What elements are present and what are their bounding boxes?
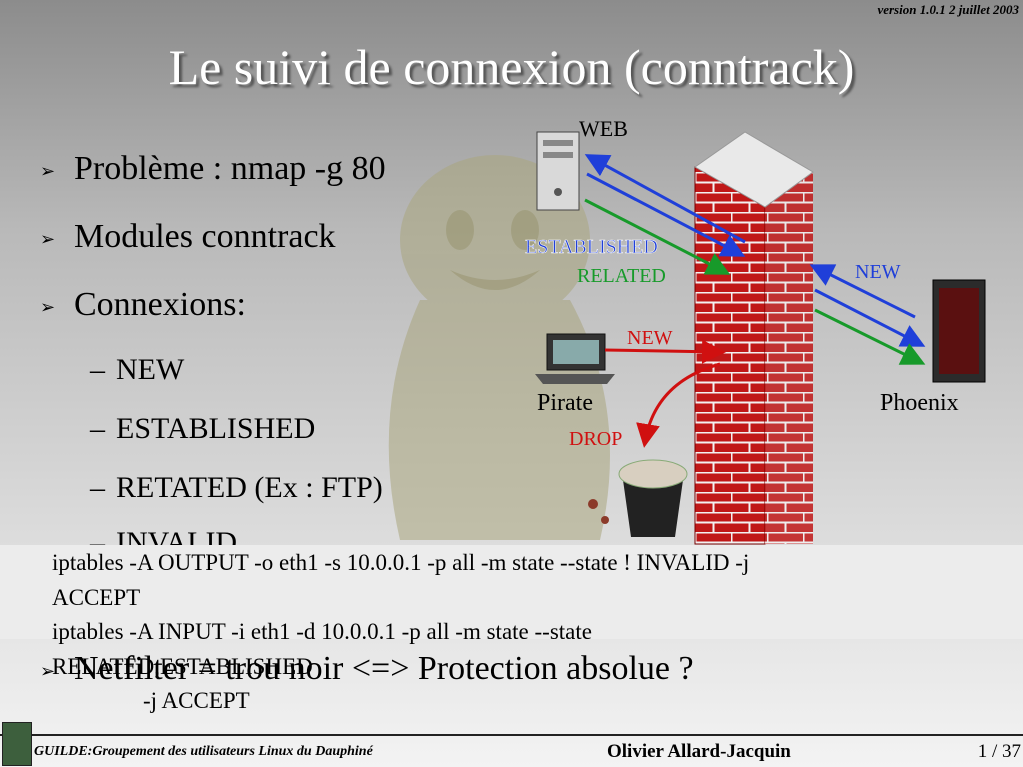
bullet-text: Connexions: (74, 286, 246, 323)
established-label: ESTABLISHED (525, 236, 658, 258)
arrow-bullet-icon: ➢ (40, 296, 56, 317)
bullet-text: Netfilter = trou noir <=> Protection abs… (74, 650, 694, 687)
bullet-item: ➢ Connexions: (40, 286, 246, 324)
established-in-arrow (584, 154, 746, 244)
sub-item-text: RETATED (Ex : FTP) (116, 471, 383, 504)
related-label: RELATED (577, 265, 666, 287)
sub-item: –ESTABLISHED (90, 412, 316, 445)
pirate-new-arrow (604, 339, 726, 364)
command-line: -j ACCEPT (143, 688, 250, 713)
command-line: iptables -A INPUT -i eth1 -d 10.0.0.1 -p… (52, 619, 592, 644)
established-out-arrow (586, 172, 746, 257)
phoenix-established-arrow (814, 288, 926, 347)
footer-divider (0, 734, 1023, 736)
related-arrow (584, 198, 731, 275)
bullet-text: Modules conntrack (74, 218, 336, 255)
bullet-item: ➢ Modules conntrack (40, 218, 336, 256)
arrow-bullet-icon: ➢ (40, 160, 56, 181)
sub-item: –NEW (90, 353, 185, 386)
pirate-label: Pirate (537, 390, 593, 416)
bullet-item: ➢ Problème : nmap -g 80 (40, 150, 386, 188)
bullet-text: Problème : nmap -g 80 (74, 150, 386, 187)
command-line: RELATED,ESTABLISHED (52, 654, 313, 679)
brick-wall (694, 131, 814, 545)
footer-author: Olivier Allard-Jacquin (607, 741, 791, 762)
guilde-logo-icon (2, 722, 32, 766)
new-left-label: NEW (627, 327, 673, 349)
slide-title: Le suivi de connexion (conntrack) (168, 39, 855, 95)
phoenix-server-icon (932, 279, 986, 383)
trash-can-icon (588, 459, 688, 537)
arrow-bullet-icon: ➢ (40, 660, 56, 681)
phoenix-label: Phoenix (880, 390, 959, 416)
new-right-label: NEW (855, 261, 901, 283)
sub-item-text: NEW (116, 353, 185, 386)
iptables-command-box (0, 545, 1023, 639)
drop-label: DROP (569, 428, 622, 450)
phoenix-related-arrow (814, 308, 926, 365)
sub-item: –RETATED (Ex : FTP) (90, 471, 383, 504)
footer-organization: GUILDE:Groupement des utilisateurs Linux… (34, 744, 373, 759)
command-line: ACCEPT (52, 585, 141, 610)
version-label: version 1.0.1 2 juillet 2003 (877, 2, 1019, 17)
web-label: WEB (579, 116, 628, 141)
pirate-laptop-icon (535, 333, 615, 384)
bullet-item: ➢ Netfilter = trou noir <=> Protection ab… (40, 650, 694, 688)
firewall-diagram: WEB ESTABLISHED RELATED NEW Phoenix Pira… (525, 116, 986, 545)
command-line: iptables -A OUTPUT -o eth1 -s 10.0.0.1 -… (52, 550, 750, 575)
arrow-bullet-icon: ➢ (40, 228, 56, 249)
page-number: 1 / 37 (977, 741, 1021, 762)
phoenix-new-arrow (809, 264, 916, 319)
web-server-icon (536, 131, 580, 211)
sub-item-text: ESTABLISHED (116, 412, 316, 445)
drop-arrow (636, 362, 721, 448)
